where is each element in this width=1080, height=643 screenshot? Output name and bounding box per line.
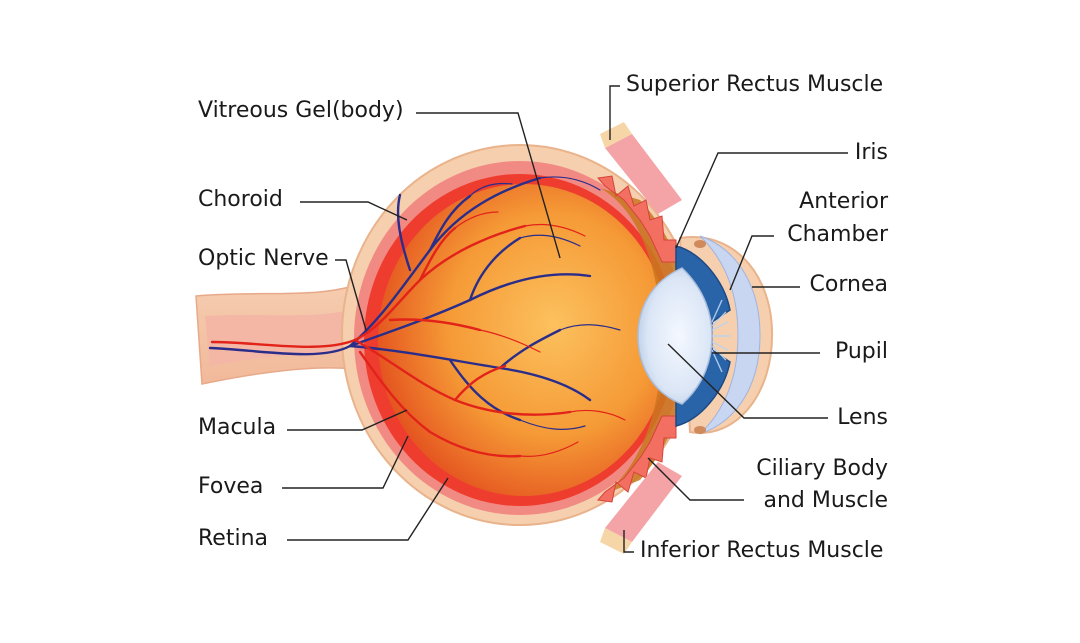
retinal-artery-branches	[454, 211, 626, 457]
label-ciliary-body-line1: Ciliary Body	[756, 456, 888, 481]
label-anterior-chamber-line2: Chamber	[787, 222, 888, 247]
label-pupil: Pupil	[834, 339, 888, 364]
label-retina: Retina	[198, 526, 268, 551]
superior-rectus-tendon	[600, 122, 632, 148]
leader-lines-left	[282, 112, 561, 541]
lens	[637, 267, 713, 405]
leader-fovea	[282, 435, 409, 489]
ciliary-body-top	[597, 175, 677, 263]
label-iris: Iris	[854, 140, 888, 165]
leader-vitreous	[416, 112, 561, 259]
label-fovea: Fovea	[198, 474, 264, 499]
label-lens: Lens	[837, 405, 888, 430]
leader-lines-right	[609, 85, 848, 553]
retinal-veins	[208, 176, 592, 422]
label-superior-rectus-muscle: Superior Rectus Muscle	[626, 72, 884, 97]
retinal-vein-branches	[469, 176, 621, 430]
iris-root-top	[694, 240, 706, 248]
label-vitreous-gel: Vitreous Gel(body)	[198, 98, 404, 123]
retinal-arteries	[210, 224, 572, 458]
leader-inferior-rectus	[623, 530, 634, 553]
leader-retina	[287, 477, 449, 541]
label-choroid: Choroid	[198, 187, 283, 212]
label-cornea: Cornea	[809, 272, 888, 297]
iris-root-bottom	[694, 426, 706, 434]
label-inferior-rectus-muscle: Inferior Rectus Muscle	[640, 538, 884, 563]
leader-ciliary	[647, 457, 744, 501]
label-anterior-chamber-line1: Anterior	[799, 189, 888, 214]
superior-rectus-muscle	[605, 134, 682, 214]
leader-macula	[287, 409, 408, 431]
leader-anterior-chamber	[729, 235, 774, 291]
leader-choroid	[300, 201, 408, 221]
inferior-rectus-muscle	[605, 462, 682, 542]
vitreous-body	[378, 184, 670, 496]
label-optic-nerve: Optic Nerve	[198, 246, 329, 271]
leader-optic-nerve	[335, 259, 367, 331]
label-macula: Macula	[198, 415, 277, 440]
label-ciliary-body-line2: and Muscle	[763, 488, 888, 513]
leader-lens	[667, 343, 828, 419]
leader-superior-rectus	[609, 85, 620, 140]
ciliary-body-bottom	[597, 415, 677, 503]
leader-iris	[675, 152, 848, 249]
